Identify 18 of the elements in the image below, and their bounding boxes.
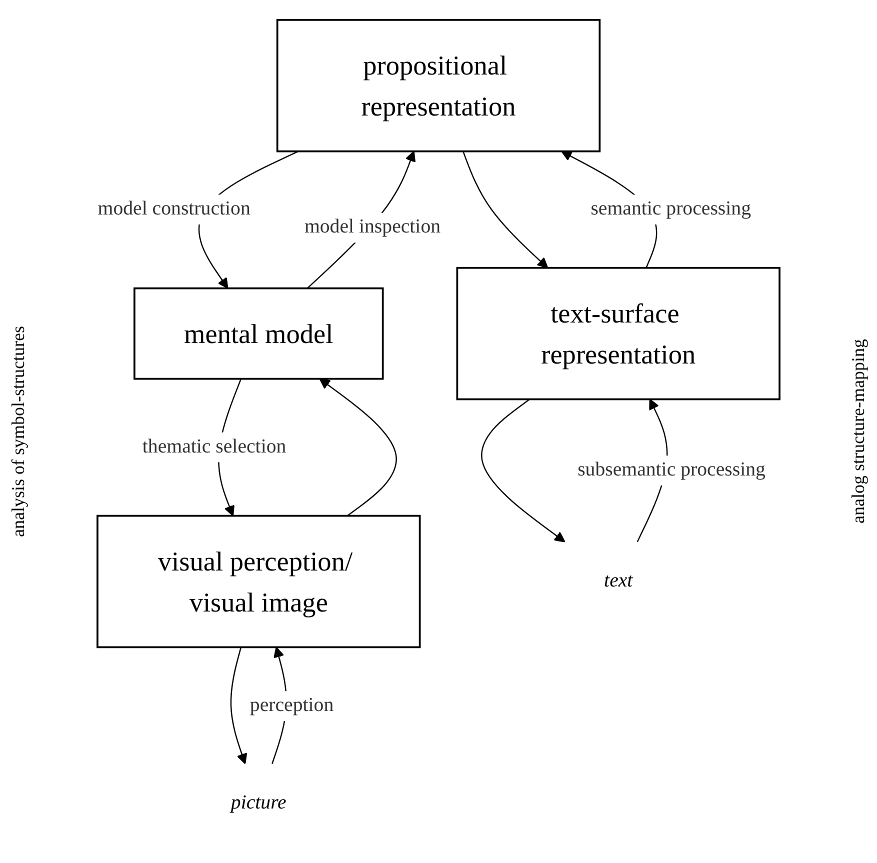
- arrow: [230, 647, 248, 764]
- node-box: propositional representation: [276, 19, 601, 152]
- arrow: [319, 378, 397, 516]
- node-box: visual perception/ visual image: [96, 514, 421, 648]
- edge-label: model construction: [98, 198, 250, 220]
- side-label: analog structure-mapping: [847, 339, 869, 524]
- edge-label: semantic processing: [590, 198, 751, 220]
- arrow: [462, 151, 548, 268]
- edge-label: thematic selection: [142, 436, 286, 458]
- side-label: analysis of symbol-structures: [7, 326, 29, 537]
- arrow: [481, 398, 566, 542]
- edge-label: perception: [250, 694, 334, 716]
- edge-label: subsemantic processing: [578, 459, 766, 480]
- edge-label: model inspection: [304, 216, 441, 238]
- node-box: text-surface representation: [456, 266, 780, 400]
- node-text: picture: [230, 792, 286, 814]
- node-box: mental model: [134, 287, 384, 380]
- node-text: text: [604, 570, 633, 592]
